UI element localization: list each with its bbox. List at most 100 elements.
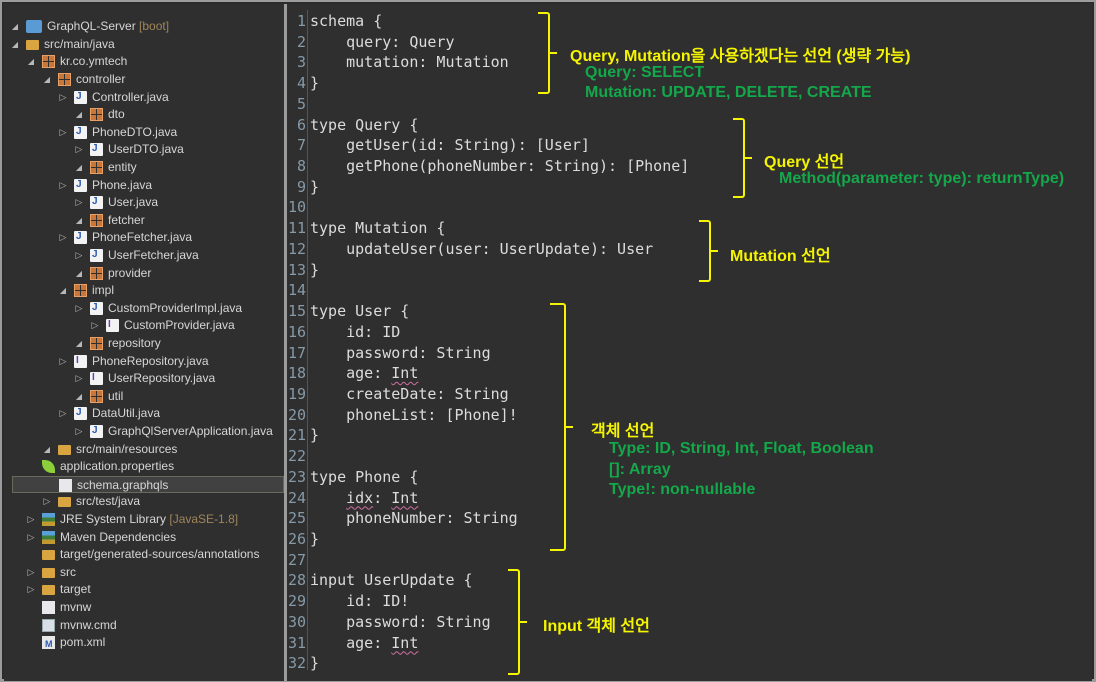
line-text[interactable]: }: [310, 260, 320, 279]
line-number: 4: [296, 74, 306, 93]
annotation-mutation-title: Mutation 선언: [730, 248, 831, 265]
expand-twisty[interactable]: ◢: [75, 268, 83, 278]
line-text[interactable]: password: String: [310, 612, 491, 631]
package-icon: [90, 265, 106, 282]
java-class-icon: J: [74, 405, 90, 422]
line-text[interactable]: type Mutation {: [310, 219, 446, 238]
tree-item-label: GraphQL-Server: [47, 19, 136, 33]
collapse-twisty[interactable]: ▷: [75, 249, 83, 260]
expand-twisty[interactable]: ◢: [75, 110, 83, 120]
line-number: 20: [287, 405, 306, 424]
tree-item-label: src/main/java: [44, 36, 115, 51]
tree-item-label: provider: [108, 265, 152, 280]
line-text[interactable]: input UserUpdate {: [310, 571, 473, 590]
collapse-twisty[interactable]: ▷: [75, 197, 83, 208]
expand-twisty[interactable]: ◢: [43, 444, 51, 454]
line-text[interactable]: schema {: [310, 12, 383, 30]
line-text[interactable]: getUser(id: String): [User]: [310, 136, 590, 155]
line-text[interactable]: id: ID: [310, 322, 401, 341]
package-icon: [90, 106, 106, 123]
text-file-icon: [59, 477, 75, 494]
tree-item-label: target/generated-sources/annotations: [60, 547, 260, 562]
annotation-object-note: Type: ID, String, Int, Float, Boolean: [609, 440, 874, 457]
java-class-icon: J: [90, 300, 106, 317]
line-text[interactable]: phoneNumber: String: [310, 509, 518, 528]
line-text[interactable]: }: [310, 426, 320, 445]
line-text[interactable]: type Query {: [310, 115, 419, 134]
expand-twisty[interactable]: ◢: [59, 286, 67, 296]
java-class-icon: J: [90, 423, 106, 440]
tree-item-label: target: [60, 582, 91, 597]
line-text[interactable]: }: [310, 177, 320, 196]
line-text[interactable]: }: [310, 654, 320, 673]
expand-twisty[interactable]: ◢: [27, 57, 35, 67]
line-text[interactable]: age: Int: [310, 633, 419, 652]
annotation-schema-note: Query: SELECT: [585, 64, 705, 81]
line-text[interactable]: id: ID!: [310, 592, 410, 611]
tree-item-label: pom.xml: [60, 635, 106, 650]
line-text[interactable]: updateUser(user: UserUpdate): User: [310, 239, 654, 258]
annotation-bracket-mutation: [699, 220, 718, 282]
annotation-object-title: 객체 선언: [591, 423, 655, 440]
tree-item[interactable]: schema.graphqls: [12, 475, 284, 494]
spellcheck-marker: idx: [346, 488, 374, 507]
java-interface-icon: I: [90, 370, 106, 387]
line-text[interactable]: createDate: String: [310, 384, 509, 403]
tree-item-label: src: [60, 564, 76, 579]
java-class-icon: J: [90, 141, 106, 158]
tree-item-label: mvnw.cmd: [60, 617, 117, 632]
tree-item-label: application.properties: [60, 459, 175, 474]
tree-item-decoration: [boot]: [139, 19, 170, 33]
expand-twisty[interactable]: ◢: [75, 215, 83, 225]
line-text[interactable]: }: [310, 74, 320, 93]
line-text[interactable]: query: Query: [310, 32, 455, 51]
collapse-twisty[interactable]: ▷: [59, 355, 67, 366]
java-class-icon: J: [74, 89, 90, 106]
tree-item-label: Controller.java: [92, 89, 169, 104]
collapse-twisty[interactable]: ▷: [75, 302, 83, 313]
line-number: 17: [287, 343, 306, 362]
collapse-twisty[interactable]: ▷: [59, 232, 67, 243]
expand-twisty[interactable]: ◢: [75, 391, 83, 401]
collapse-twisty[interactable]: ▷: [91, 320, 99, 331]
collapse-twisty[interactable]: ▷: [59, 408, 67, 419]
expand-twisty[interactable]: ◢: [75, 338, 83, 348]
line-number: 27: [287, 550, 306, 569]
collapse-twisty[interactable]: ▷: [75, 373, 83, 384]
expand-twisty[interactable]: ◢: [75, 162, 83, 172]
line-text[interactable]: mutation: Mutation: [310, 53, 509, 72]
tree-item-label: UserFetcher.java: [108, 247, 199, 262]
collapse-twisty[interactable]: ▷: [75, 144, 83, 155]
line-number: 8: [296, 157, 306, 176]
line-number: 29: [287, 592, 306, 611]
line-text[interactable]: password: String: [310, 343, 491, 362]
collapse-twisty[interactable]: ▷: [75, 425, 83, 436]
line-text[interactable]: }: [310, 530, 320, 548]
collapse-twisty[interactable]: ▷: [59, 91, 67, 102]
collapse-twisty[interactable]: ▷: [43, 496, 51, 507]
library-icon: [42, 511, 58, 528]
line-number: 32: [287, 654, 306, 673]
expand-twisty[interactable]: ◢: [11, 22, 19, 31]
collapse-twisty[interactable]: ▷: [27, 584, 35, 595]
line-text[interactable]: idx: Int: [346, 488, 419, 507]
line-text[interactable]: type User {: [310, 302, 410, 321]
line-text[interactable]: type Phone {: [310, 467, 419, 486]
tree-item-label: controller: [76, 71, 126, 86]
line-text[interactable]: age: Int: [310, 364, 419, 383]
line-number: 1: [296, 12, 306, 30]
line-text[interactable]: phoneList: [Phone]!: [310, 405, 518, 424]
line-text[interactable]: getPhone(phoneNumber: String): [Phone]: [310, 157, 690, 176]
tree-item-label: util: [108, 388, 124, 403]
expand-twisty[interactable]: ◢: [43, 74, 51, 84]
collapse-twisty[interactable]: ▷: [59, 126, 67, 137]
collapse-twisty[interactable]: ▷: [27, 513, 35, 524]
collapse-twisty[interactable]: ▷: [59, 179, 67, 190]
collapse-twisty[interactable]: ▷: [27, 566, 35, 577]
line-number: 26: [287, 530, 306, 548]
line-number: 18: [287, 364, 306, 383]
collapse-twisty[interactable]: ▷: [27, 531, 35, 542]
expand-twisty[interactable]: ◢: [11, 39, 19, 49]
annotation-object-note: []: Array: [609, 461, 671, 478]
